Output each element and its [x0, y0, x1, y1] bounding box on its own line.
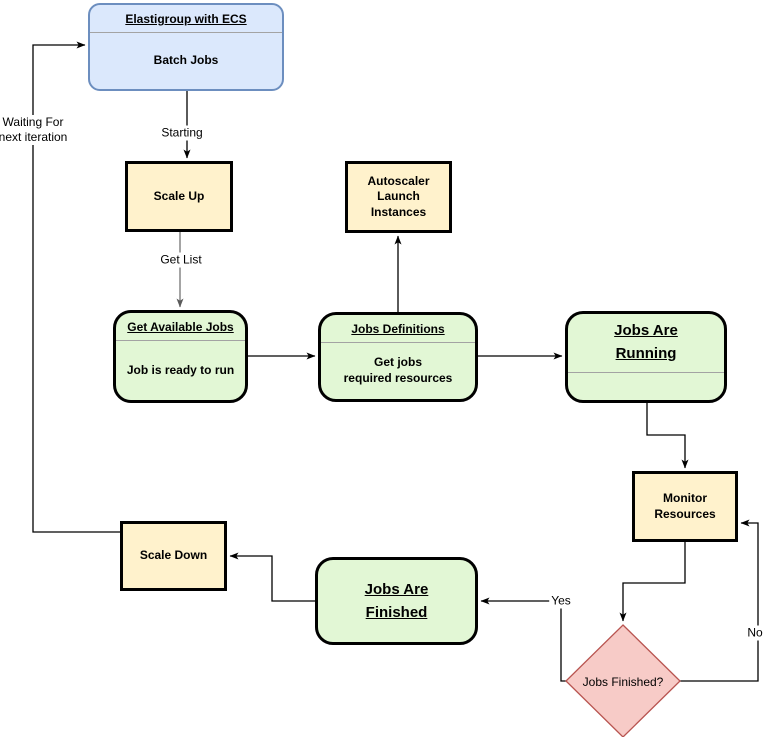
node-title: Get Available Jobs: [127, 320, 234, 334]
node-divider: [116, 340, 245, 341]
node-monitor-resources: Monitor Resources: [632, 471, 738, 542]
node-jobs-definitions: Jobs Definitions Get jobs required resou…: [318, 312, 478, 402]
edge-finished-to-scaledown: [229, 552, 315, 602]
node-elastigroup-batch-jobs: Elastigroup with ECS Batch Jobs: [88, 3, 284, 91]
decision-label: Jobs Finished?: [582, 675, 664, 689]
node-title: Jobs Are Running: [614, 322, 678, 362]
node-autoscaler-launch-instances: Autoscaler Launch Instances: [345, 161, 452, 233]
node-title: Jobs Are Finished: [364, 581, 429, 621]
node-body: Get jobs required resources: [343, 355, 453, 385]
edge-label-no: No: [745, 625, 765, 641]
node-label: Scale Up: [153, 188, 205, 203]
node-label: Monitor Resources: [654, 490, 716, 521]
node-scale-down: Scale Down: [120, 521, 227, 591]
node-scale-up: Scale Up: [125, 161, 233, 232]
node-jobs-finished-decision: [565, 624, 681, 737]
node-divider: [321, 342, 475, 343]
edge-decision-yes-to-finished: [480, 597, 568, 682]
node-label: Scale Down: [139, 548, 208, 563]
node-jobs-are-running: Jobs Are Running: [565, 311, 727, 403]
edge-label-get-list: Get List: [158, 252, 204, 268]
edge-label-waiting: Waiting For next iteration: [0, 115, 70, 145]
edge-running-to-monitor: [646, 403, 689, 469]
edge-scaledown-to-elastigroup: [32, 41, 120, 533]
edge-label-starting: Starting: [159, 125, 205, 141]
node-title: Jobs Definitions: [351, 322, 445, 336]
node-label: Autoscaler Launch Instances: [367, 173, 430, 219]
node-get-available-jobs: Get Available Jobs Job is ready to run: [113, 310, 248, 403]
node-body: [568, 373, 724, 400]
node-divider: [568, 372, 724, 373]
node-divider: [90, 32, 282, 33]
node-jobs-are-finished: Jobs Are Finished: [315, 557, 478, 645]
node-body: Batch Jobs: [153, 53, 219, 68]
decision-diamond-shape: [565, 624, 681, 737]
node-title: Elastigroup with ECS: [125, 12, 247, 26]
edge-decision-no-to-monitor: [678, 519, 759, 682]
edge-monitor-to-decision: [619, 542, 686, 622]
node-body: Job is ready to run: [126, 362, 235, 377]
edge-label-yes: Yes: [549, 593, 573, 609]
